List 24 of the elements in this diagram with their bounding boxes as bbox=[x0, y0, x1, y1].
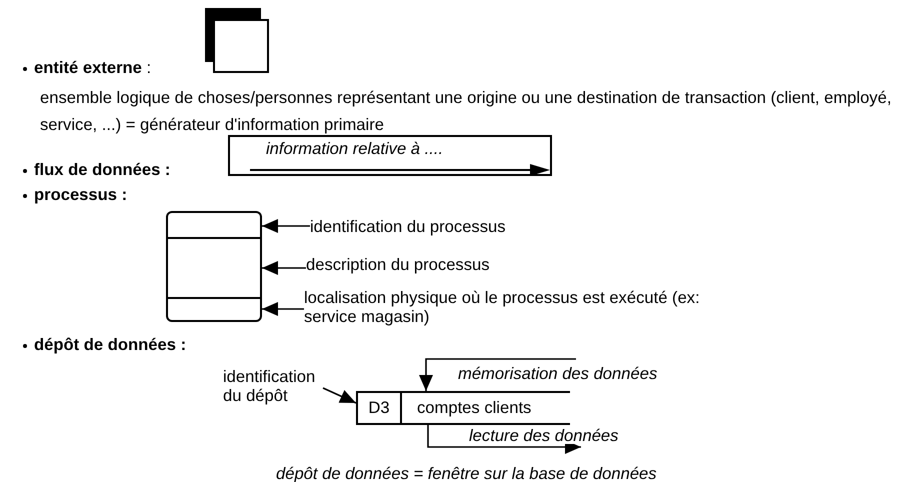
leader-line bbox=[262, 261, 306, 275]
process-compartment bbox=[166, 211, 262, 237]
data-store-box: comptes clients bbox=[401, 391, 570, 425]
leader-line bbox=[262, 302, 304, 316]
process-box bbox=[166, 211, 262, 322]
edge-label: lecture des données bbox=[469, 428, 618, 444]
leader-line bbox=[322, 387, 356, 404]
arrow bbox=[419, 358, 576, 391]
section-heading: entité externe : bbox=[34, 59, 152, 77]
arrow bbox=[427, 425, 581, 454]
annotation-text: localisation physique où le processus est exécuté (ex: service magasin) bbox=[304, 288, 734, 328]
section-heading: flux de données : bbox=[34, 161, 172, 179]
annotation-text: identification du dépôt bbox=[223, 367, 323, 405]
annotation-text: identification du processus bbox=[310, 217, 610, 237]
section-heading: dépôt de données : bbox=[34, 336, 188, 354]
store-id-cell: D3 bbox=[356, 391, 402, 425]
data-flow-box bbox=[228, 135, 552, 176]
edge-label: mémorisation des données bbox=[458, 366, 658, 382]
process-compartment bbox=[166, 297, 262, 322]
leader-line bbox=[262, 219, 310, 233]
annotation-text: description du processus bbox=[306, 255, 606, 275]
process-compartment bbox=[166, 237, 262, 297]
flow-label: information relative à .... bbox=[266, 140, 444, 158]
section-heading: processus : bbox=[34, 186, 128, 204]
